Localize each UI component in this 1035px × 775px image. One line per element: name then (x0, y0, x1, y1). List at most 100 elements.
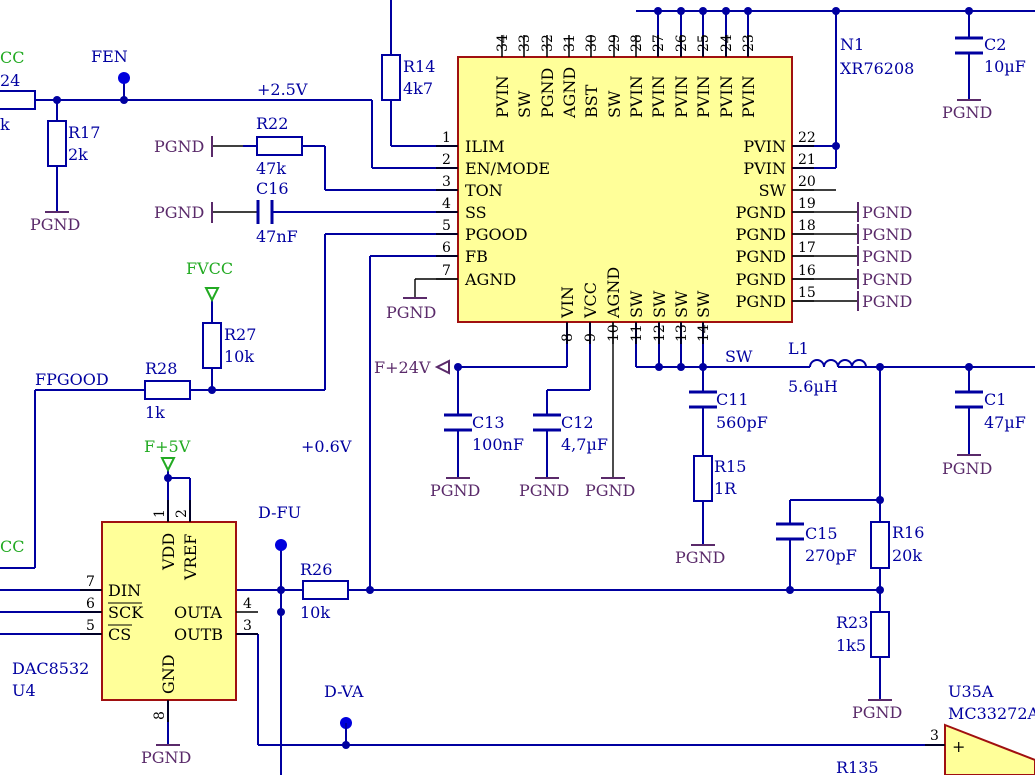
opamp-u35a[interactable]: 3 + (925, 723, 1035, 775)
u35-pin-num: 3 (930, 728, 939, 744)
resistor-left-top-ref: 24 (0, 71, 20, 90)
capacitor-c12[interactable] (533, 413, 561, 432)
n1-top-pin-num: 32 (540, 34, 556, 52)
u4-pin-sck-num: 6 (86, 596, 95, 612)
c12-ref: C12 (561, 413, 594, 432)
u35-plus-sign: + (952, 737, 965, 756)
u4-pin-outb-num: 3 (243, 618, 252, 634)
n1-left-pin-num: 3 (442, 174, 451, 190)
u4-pin-vdd-num: 1 (152, 509, 168, 518)
r14-ref: R14 (403, 57, 435, 76)
pgnd-label-dac: PGND (141, 748, 191, 767)
fvcc-label: FVCC (186, 259, 233, 278)
r28-val: 1k (145, 403, 165, 422)
r15-ref: R15 (714, 457, 746, 476)
resistor-r23[interactable] (870, 611, 890, 658)
n1-right-pin-num: 21 (798, 152, 816, 168)
n1-bottom-pin-name: SW (650, 290, 669, 318)
n1-top-pin-num: 26 (674, 34, 690, 52)
capacitor-c15[interactable] (776, 522, 804, 541)
c2-ref: C2 (984, 35, 1006, 54)
resistor-r17[interactable] (47, 120, 67, 167)
n1-left-pin-name: AGND (464, 270, 516, 289)
dfu-testpoint[interactable] (275, 539, 287, 551)
resistor-r28[interactable] (144, 380, 191, 400)
capacitor-c2[interactable] (955, 36, 983, 55)
c1-val: 47µF (984, 413, 1026, 432)
u4-pin-vref-num: 2 (174, 509, 190, 518)
n1-right-pin-name: SW (759, 181, 787, 200)
r22-val: 47k (256, 159, 286, 178)
n1-left-pin-num: 4 (442, 196, 451, 212)
resistor-r22[interactable] (256, 136, 303, 156)
inductor-l1[interactable] (809, 359, 880, 368)
c11-ref: C11 (716, 390, 749, 409)
c11-val: 560pF (716, 413, 768, 432)
r16-ref: R16 (892, 523, 924, 542)
r27-val: 10k (224, 347, 254, 366)
n1-left-pin-name: EN/MODE (465, 159, 550, 178)
pgnd-label-c13: PGND (430, 481, 480, 500)
c13-val: 100nF (472, 435, 524, 454)
capacitor-c13[interactable] (444, 413, 472, 432)
n1-top-pin-num: 23 (741, 34, 757, 52)
r14-val: 4k7 (403, 79, 433, 98)
n1-right-pin-name: PGND (736, 270, 786, 289)
fen-testpoint[interactable] (118, 72, 130, 84)
cc-top-label: CC (0, 48, 24, 67)
n1-top-pin-name: PVIN (493, 75, 512, 118)
r17-val: 2k (68, 145, 88, 164)
resistor-r14[interactable] (381, 54, 401, 101)
n1-top-pin-name: SW (515, 90, 534, 118)
n1-top-pin-num: 24 (719, 34, 735, 52)
u4-pin-cs-num: 5 (86, 618, 95, 634)
n1-top-pin-num: 30 (584, 34, 600, 52)
n1-top-pin-name: PVIN (672, 75, 691, 118)
ic-n1[interactable]: 34PVIN33SW32PGND31AGND30BST29SW28PVIN27P… (436, 34, 816, 344)
pgnd-label-r17: PGND (30, 215, 80, 234)
c15-ref: C15 (805, 524, 838, 543)
n1-top-pin-num: 33 (517, 34, 533, 52)
n1-left-pin-num: 1 (442, 130, 451, 146)
u4-pin-din-num: 7 (86, 574, 95, 590)
junction-dots (53, 7, 973, 749)
n1-left-pin-name: TON (465, 181, 503, 200)
n1-left-pin-num: 6 (442, 240, 451, 256)
r15-val: 1R (714, 479, 737, 498)
n1-bottom-pin-name: VIN (558, 286, 577, 319)
n1-bottom-pin-num: 11 (629, 324, 645, 342)
pgnd-label-r15: PGND (675, 548, 725, 567)
n1-right-pin-num: 15 (798, 285, 816, 301)
ic-u4[interactable]: 7 6 5 4 3 1 2 8 DIN SCK CS OUTA OUTB VDD… (80, 500, 258, 722)
r16-val: 20k (892, 546, 922, 565)
n1-left-pin-name: FB (465, 247, 488, 266)
n1-left-pin-name: SS (465, 203, 487, 222)
u4-outb-label: OUTB (174, 625, 223, 644)
n1-right-pin-num: 18 (798, 218, 816, 234)
c1-ref: C1 (984, 390, 1006, 409)
resistor-left-top[interactable] (0, 90, 36, 110)
net-plus25-label: +2.5V (257, 80, 308, 99)
dva-label: D-VA (324, 682, 364, 701)
u4-din-label: DIN (108, 581, 141, 600)
dfu-label: D-FU (258, 503, 301, 522)
pgnd-label-p17: PGND (862, 247, 912, 266)
u4-pin-outa-num: 4 (243, 596, 252, 612)
n1-top-pin-name: PVIN (649, 75, 668, 118)
c2-val: 10µF (984, 57, 1026, 76)
capacitor-c1[interactable] (955, 390, 983, 409)
resistor-r15[interactable] (693, 455, 713, 502)
resistor-r16[interactable] (870, 521, 890, 569)
resistor-r26[interactable] (302, 580, 349, 600)
net-sw-label: SW (725, 347, 753, 366)
u4-part-label: DAC8532 (12, 659, 89, 678)
capacitor-c11[interactable] (689, 390, 717, 409)
n1-top-pin-name: PVIN (739, 75, 758, 118)
u35-ref-label: U35A (948, 682, 994, 701)
net-fpgood-label: FPGOOD (35, 370, 109, 389)
resistor-r27[interactable] (202, 322, 222, 369)
capacitor-c16[interactable] (256, 200, 274, 224)
r23-val: 1k5 (836, 636, 866, 655)
n1-right-pin-num: 22 (798, 130, 816, 146)
n1-right-pin-num: 16 (798, 263, 816, 279)
